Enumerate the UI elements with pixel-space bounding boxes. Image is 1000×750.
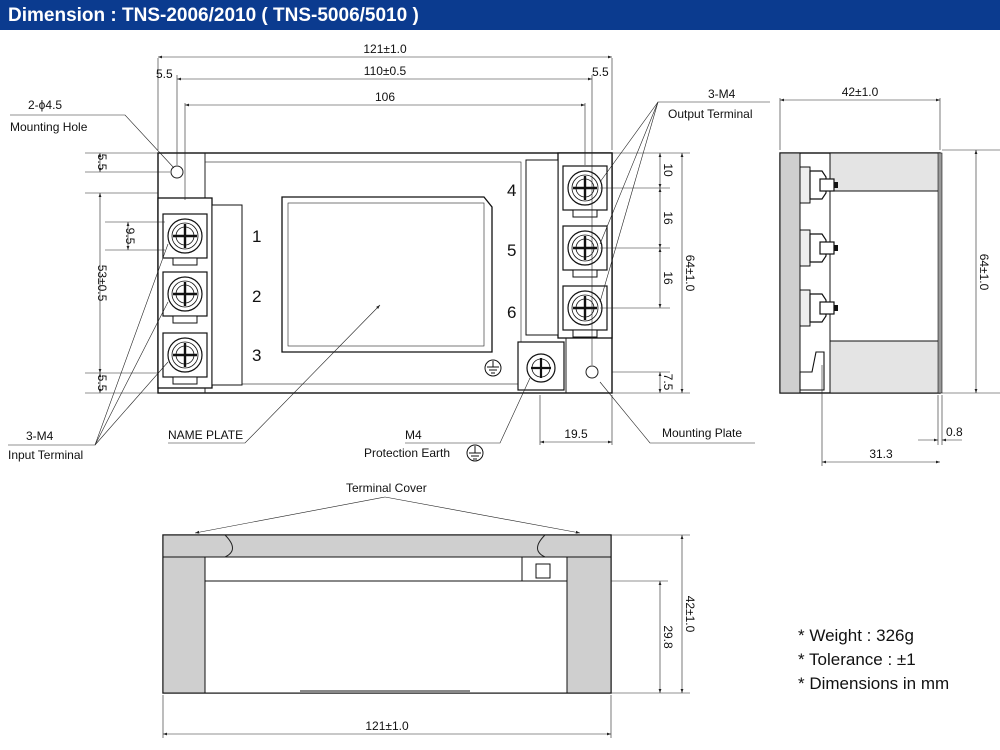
dim-top-offset: 5.5 bbox=[95, 154, 109, 171]
side-view: 42±1.0 64±1.0 0.8 31.3 bbox=[779, 85, 1000, 466]
page-title: Dimension : TNS-2006/2010 ( TNS-5006/501… bbox=[8, 5, 419, 26]
dim-right-pitch-2: 16 bbox=[661, 271, 675, 285]
dim-base-depth: 31.3 bbox=[869, 447, 893, 461]
terminal-number-1: 1 bbox=[252, 227, 261, 246]
dim-right-pitch-1: 16 bbox=[661, 211, 675, 225]
note-weight: * Weight : 326g bbox=[798, 626, 914, 645]
terminal-number-3: 3 bbox=[252, 346, 261, 365]
dim-terminal-pitch-left: 9.5 bbox=[123, 228, 137, 245]
terminal-number-6: 6 bbox=[507, 303, 516, 322]
front-terminal-screw bbox=[535, 563, 551, 579]
dim-side-height: 64±1.0 bbox=[977, 254, 991, 291]
terminal-cover-label: Terminal Cover bbox=[346, 481, 427, 495]
dim-front-height: 42±1.0 bbox=[683, 596, 697, 633]
dim-left-height: 53±0.5 bbox=[95, 265, 109, 302]
output-terminal-4 bbox=[561, 164, 609, 219]
dim-overall-width: 121±1.0 bbox=[363, 42, 407, 56]
terminal-number-5: 5 bbox=[507, 241, 516, 260]
dim-terminal-span: 106 bbox=[375, 90, 395, 104]
dim-right-top: 10 bbox=[661, 163, 675, 177]
dim-plate-thickness: 0.8 bbox=[946, 425, 963, 439]
protection-earth-label: Protection Earth bbox=[364, 446, 450, 460]
input-terminal-3 bbox=[161, 331, 209, 386]
dim-bottom-offset: 5.5 bbox=[95, 375, 109, 392]
terminal-number-2: 2 bbox=[252, 287, 261, 306]
dim-left-margin: 5.5 bbox=[156, 67, 173, 81]
output-terminal-spec: 3-M4 bbox=[708, 87, 736, 101]
dim-right-height: 64±1.0 bbox=[683, 255, 697, 292]
dim-hole-pitch: 110±0.5 bbox=[364, 64, 407, 78]
note-units: * Dimensions in mm bbox=[798, 674, 950, 693]
earth-spec: M4 bbox=[405, 428, 422, 442]
input-terminal-label: Input Terminal bbox=[8, 448, 83, 462]
output-terminal-5 bbox=[561, 224, 609, 279]
dim-front-inner-height: 29.8 bbox=[661, 625, 675, 649]
dim-side-depth: 42±1.0 bbox=[842, 85, 879, 99]
top-view: 1 2 3 4 5 6 121±1.0 110±0.5 5.5 5.5 106 … bbox=[8, 42, 770, 462]
terminal-number-4: 4 bbox=[507, 181, 516, 200]
dim-earth-width: 19.5 bbox=[564, 427, 588, 441]
dim-right-margin: 5.5 bbox=[592, 65, 609, 79]
side-earth-terminal bbox=[799, 351, 825, 391]
earth-icon bbox=[484, 359, 502, 377]
mounting-hole-spec: 2-ϕ4.5 bbox=[28, 98, 62, 112]
spec-notes: * Weight : 326g * Tolerance : ±1 * Dimen… bbox=[798, 626, 949, 698]
mounting-hole-label: Mounting Hole bbox=[10, 120, 88, 134]
name-plate bbox=[281, 196, 493, 353]
page-header: Dimension : TNS-2006/2010 ( TNS-5006/501… bbox=[0, 0, 1000, 30]
input-terminal-1 bbox=[161, 212, 209, 267]
output-terminal-label: Output Terminal bbox=[668, 107, 753, 121]
output-terminal-6 bbox=[561, 284, 609, 339]
input-terminal-2 bbox=[161, 270, 209, 325]
note-tolerance: * Tolerance : ±1 bbox=[798, 650, 916, 669]
front-view: Terminal Cover 42±1.0 29.8 121±1.0 bbox=[162, 481, 697, 738]
name-plate-label: NAME PLATE bbox=[168, 428, 243, 442]
input-terminal-spec: 3-M4 bbox=[26, 429, 54, 443]
dim-right-bottom: 7.5 bbox=[661, 374, 675, 391]
dim-front-width: 121±1.0 bbox=[365, 719, 409, 733]
mounting-plate-label: Mounting Plate bbox=[662, 426, 742, 440]
mounting-hole-left bbox=[170, 165, 184, 179]
mounting-hole-right bbox=[585, 365, 599, 379]
